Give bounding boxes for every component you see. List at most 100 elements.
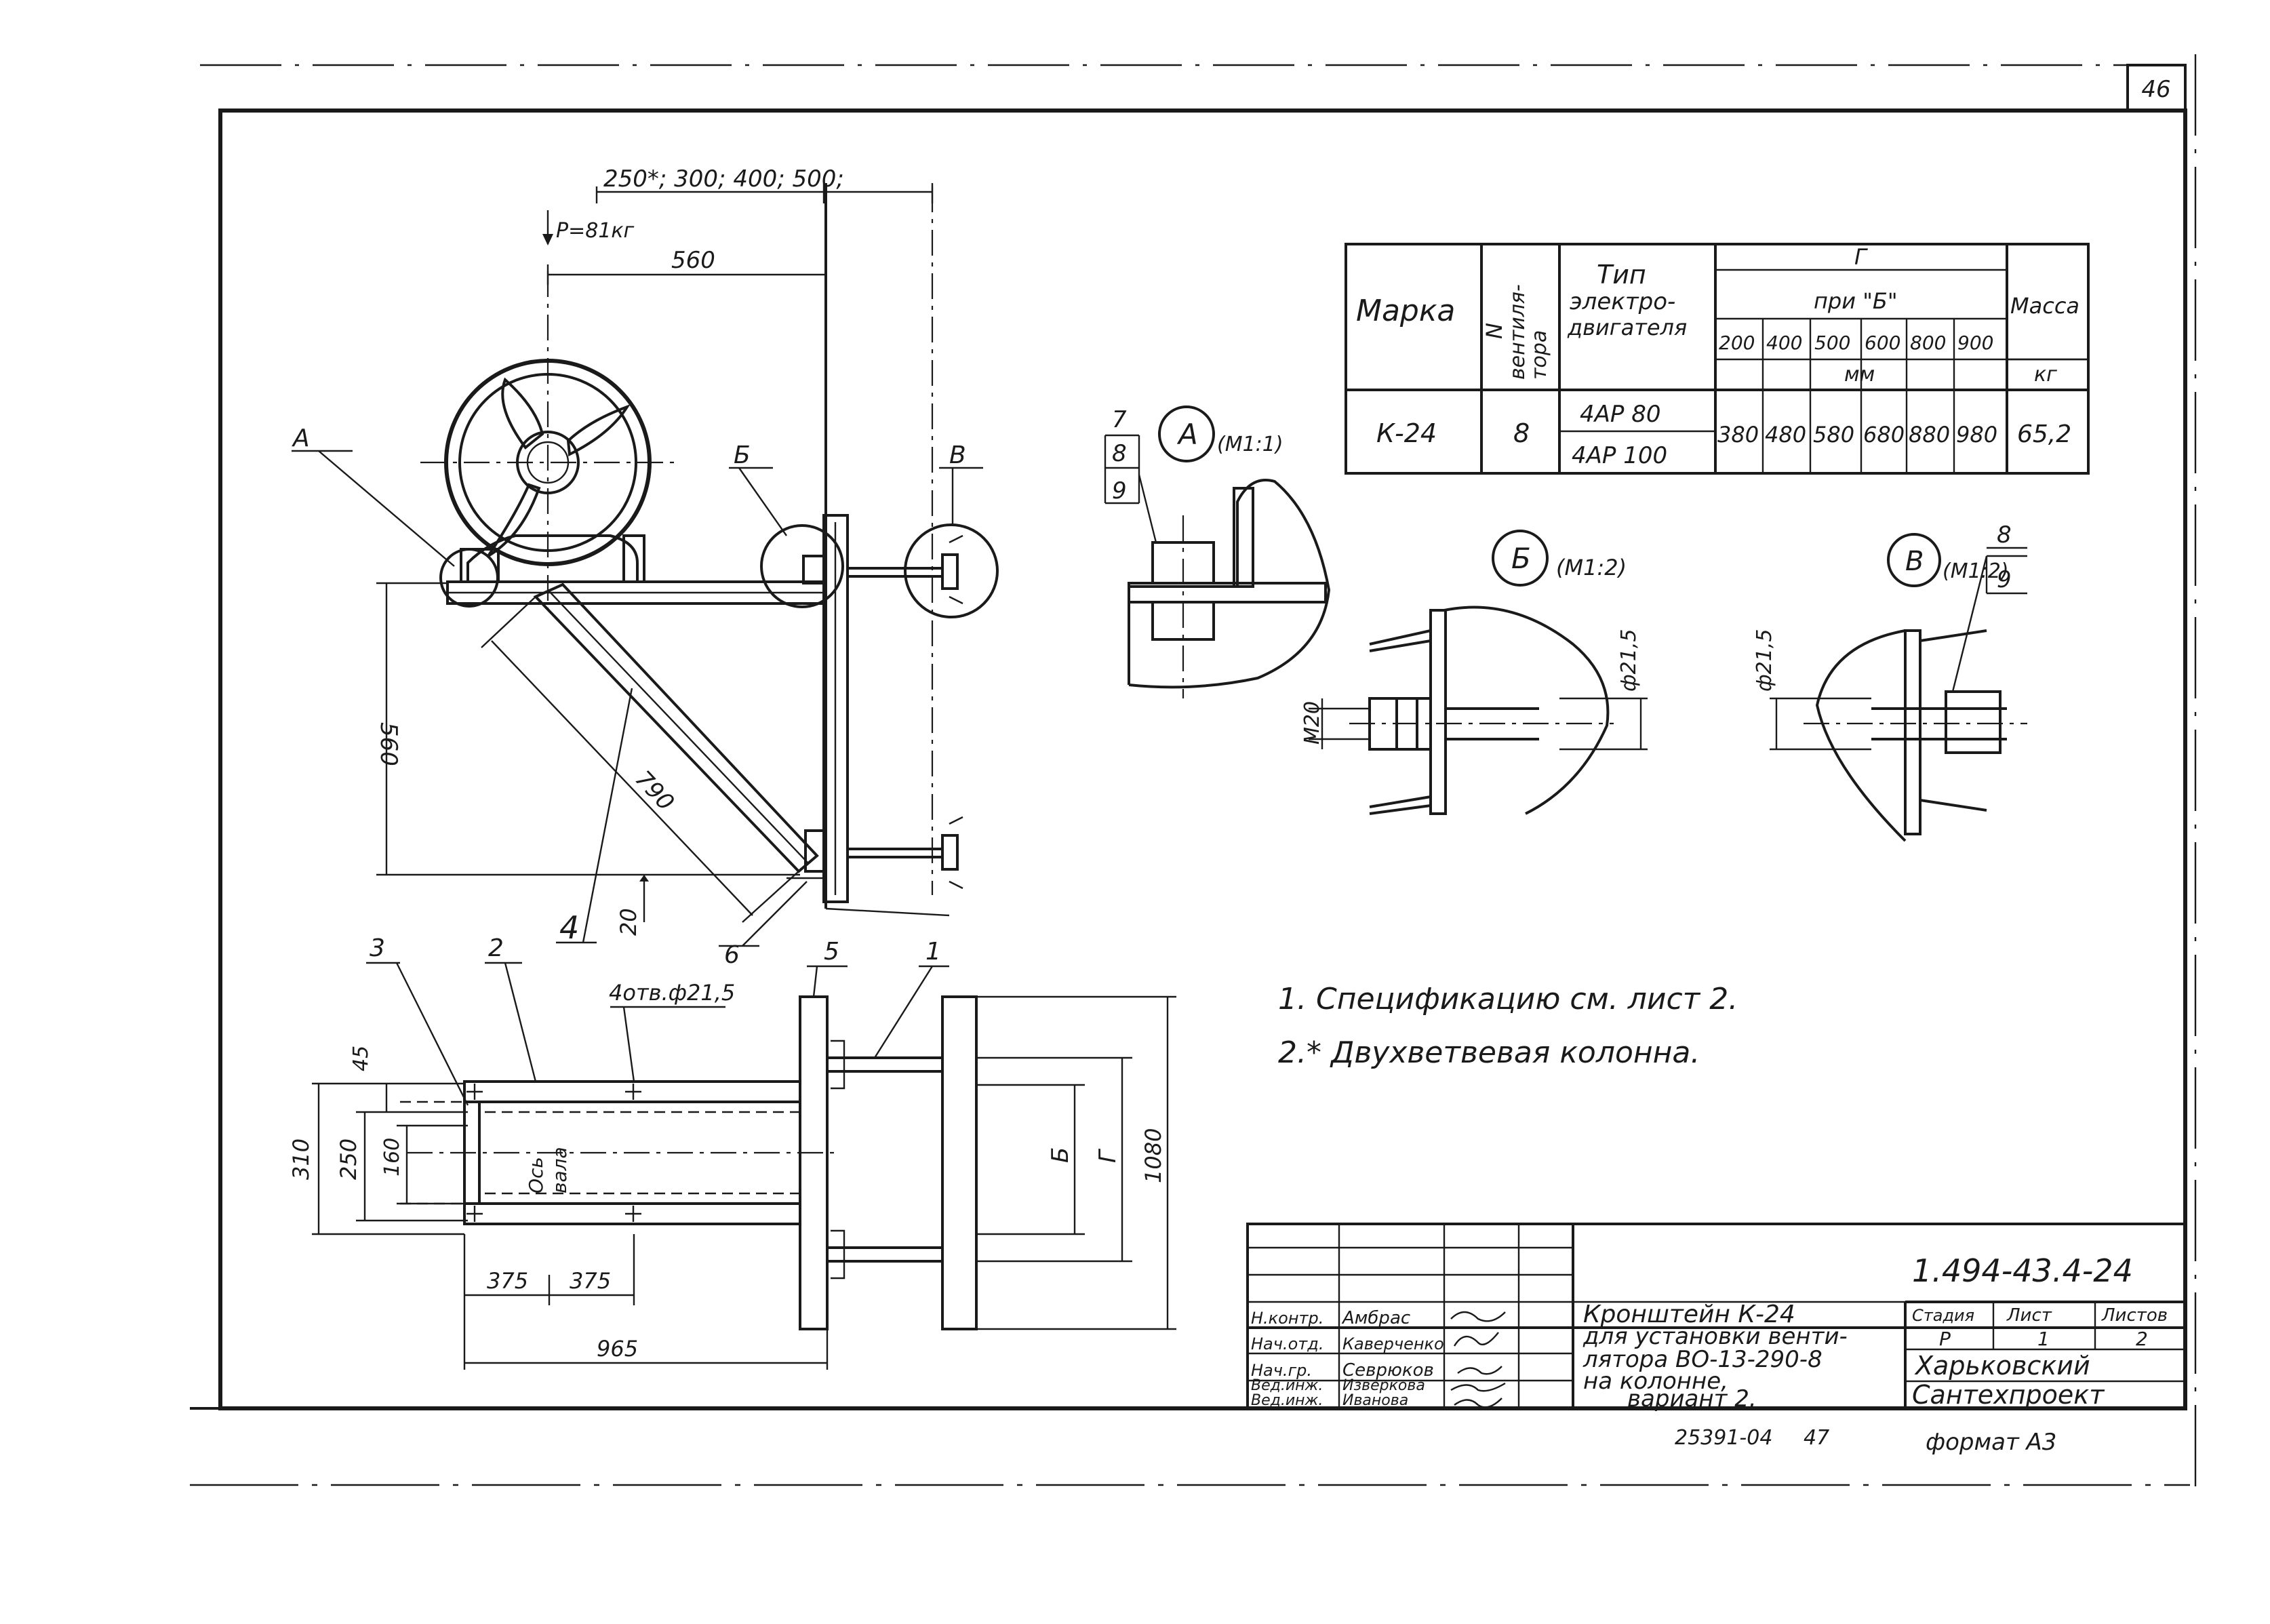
table-col-mark: Марка bbox=[1356, 294, 1455, 328]
detail-a-pos-7: 7 bbox=[1112, 406, 1127, 433]
name-1: Амбрас bbox=[1341, 1308, 1410, 1328]
table-col-motor-3: двигателя bbox=[1567, 315, 1687, 340]
dim-1080: 1080 bbox=[1140, 1128, 1166, 1183]
role-4: Вед.инж. bbox=[1251, 1377, 1323, 1394]
doc-code: 1.494-43.4-24 bbox=[1912, 1252, 2133, 1289]
callout-a: А bbox=[292, 424, 310, 452]
table-col-motor-2: электро- bbox=[1570, 288, 1675, 315]
dim-20: 20 bbox=[616, 908, 641, 936]
detail-v-letter: В bbox=[1905, 546, 1924, 577]
position-4: 4 bbox=[559, 909, 579, 946]
dim-160: 160 bbox=[380, 1138, 404, 1176]
table-unit-mm: мм bbox=[1844, 363, 1875, 387]
name-5: Иванова bbox=[1342, 1392, 1408, 1409]
dim-45: 45 bbox=[349, 1046, 373, 1071]
detail-v-hole: ф21,5 bbox=[1753, 629, 1776, 692]
title-line-5: вариант 2. bbox=[1627, 1385, 1757, 1412]
table-unit-kg: кг bbox=[2034, 363, 2057, 387]
table-row-mark: К-24 bbox=[1376, 418, 1437, 448]
org-line-1: Харьковский bbox=[1914, 1351, 2090, 1381]
load-label: P=81кг bbox=[556, 219, 635, 243]
table-row-motor-1: 4АР 80 bbox=[1580, 401, 1660, 428]
main-side-view bbox=[292, 183, 999, 947]
position-1: 1 bbox=[925, 938, 941, 966]
table-col-at-b: при "Б" bbox=[1814, 288, 1898, 314]
detail-a-scale: (М1:1) bbox=[1217, 433, 1283, 456]
axis-label-1: Ось bbox=[525, 1157, 547, 1193]
title-line-2: для установки венти- bbox=[1582, 1323, 1848, 1350]
axis-label-2: вала bbox=[549, 1147, 571, 1193]
table-col-fan-3: тора bbox=[1528, 330, 1551, 380]
table-col-motor-1: Тип bbox=[1597, 260, 1646, 290]
table-g-value-4: 680 bbox=[1863, 422, 1905, 448]
signatures bbox=[1450, 1311, 1506, 1408]
name-4: Изверкова bbox=[1342, 1377, 1425, 1394]
table-col-mass: Масса bbox=[2010, 293, 2079, 319]
detail-v bbox=[1770, 533, 2027, 842]
sheets-value: 2 bbox=[2136, 1328, 2148, 1350]
table-row-mass: 65,2 bbox=[2017, 420, 2071, 448]
position-2: 2 bbox=[488, 934, 504, 962]
detail-a-pos-9: 9 bbox=[1112, 477, 1127, 504]
detail-a bbox=[1104, 405, 1331, 698]
callout-v: В bbox=[949, 441, 966, 469]
table-b-value-1: 200 bbox=[1719, 332, 1755, 354]
role-5: Вед.инж. bbox=[1251, 1392, 1323, 1409]
dim-g: Г bbox=[1094, 1148, 1121, 1163]
dim-790-brace: 790 bbox=[629, 766, 679, 816]
name-2: Каверченко bbox=[1342, 1334, 1444, 1353]
format-label: формат А3 bbox=[1926, 1429, 2056, 1456]
detail-a-letter: А bbox=[1176, 418, 1198, 451]
table-g-value-5: 880 bbox=[1909, 422, 1950, 448]
sheets-label: Листов bbox=[2101, 1305, 2168, 1326]
detail-a-pos-8: 8 bbox=[1112, 440, 1127, 467]
spec-table bbox=[1345, 243, 2090, 475]
detail-v-pos-8: 8 bbox=[1997, 521, 2012, 549]
dim-560-vertical: 560 bbox=[375, 722, 402, 766]
table-b-value-4: 600 bbox=[1865, 332, 1900, 354]
dim-375-a: 375 bbox=[487, 1268, 528, 1294]
role-3: Нач.гр. bbox=[1251, 1361, 1312, 1380]
sheet-number: 46 bbox=[2141, 76, 2170, 103]
table-b-value-6: 900 bbox=[1957, 332, 1993, 354]
position-3: 3 bbox=[370, 934, 385, 962]
title-line-4: на колонне, bbox=[1583, 1368, 1728, 1395]
callout-b: Б bbox=[734, 441, 751, 469]
holes-label: 4отв.ф21,5 bbox=[609, 980, 735, 1006]
plan-view bbox=[312, 962, 1176, 1370]
table-b-value-2: 400 bbox=[1766, 332, 1802, 354]
dim-965: 965 bbox=[597, 1336, 638, 1362]
table-row-fan: 8 bbox=[1513, 418, 1530, 448]
role-2: Нач.отд. bbox=[1251, 1334, 1323, 1353]
dim-310: 310 bbox=[288, 1138, 314, 1180]
dim-250: 250 bbox=[336, 1138, 361, 1180]
stage-label: Стадия bbox=[1912, 1306, 1974, 1325]
dim-375-b: 375 bbox=[570, 1268, 611, 1294]
detail-b bbox=[1309, 530, 1648, 815]
detail-b-scale: (М1:2) bbox=[1556, 555, 1627, 580]
detail-v-scale: (М1:2) bbox=[1943, 559, 2009, 583]
detail-b-letter: Б bbox=[1511, 542, 1531, 575]
table-g-value-2: 480 bbox=[1765, 422, 1806, 448]
detail-v-pos-9: 9 bbox=[1997, 566, 2012, 593]
name-3: Севрюков bbox=[1342, 1360, 1434, 1381]
table-row-motor-2: 4АР 100 bbox=[1572, 442, 1667, 469]
table-g-value-1: 380 bbox=[1717, 422, 1759, 448]
title-block bbox=[1246, 1223, 2187, 1410]
stage-value: Р bbox=[1939, 1328, 1951, 1350]
position-5: 5 bbox=[824, 938, 839, 966]
note-1: 1. Спецификацию см. лист 2. bbox=[1278, 982, 1738, 1016]
table-col-fan-1: N bbox=[1481, 323, 1507, 339]
title-line-1: Кронштейн К-24 bbox=[1583, 1301, 1795, 1328]
position-6: 6 bbox=[724, 941, 740, 969]
org-line-2: Сантехпроект bbox=[1912, 1380, 2105, 1410]
table-col-g: Г bbox=[1854, 244, 1868, 270]
page-marker: 47 bbox=[1804, 1426, 1829, 1450]
title-line-3: лятора ВО-13-290-8 bbox=[1582, 1346, 1823, 1373]
table-g-value-6: 980 bbox=[1956, 422, 1997, 448]
inventory-number: 25391-04 bbox=[1675, 1426, 1772, 1450]
detail-b-thread: М20 bbox=[1300, 701, 1324, 745]
sheet-label: Лист bbox=[2006, 1305, 2052, 1326]
table-b-value-5: 800 bbox=[1910, 332, 1946, 354]
